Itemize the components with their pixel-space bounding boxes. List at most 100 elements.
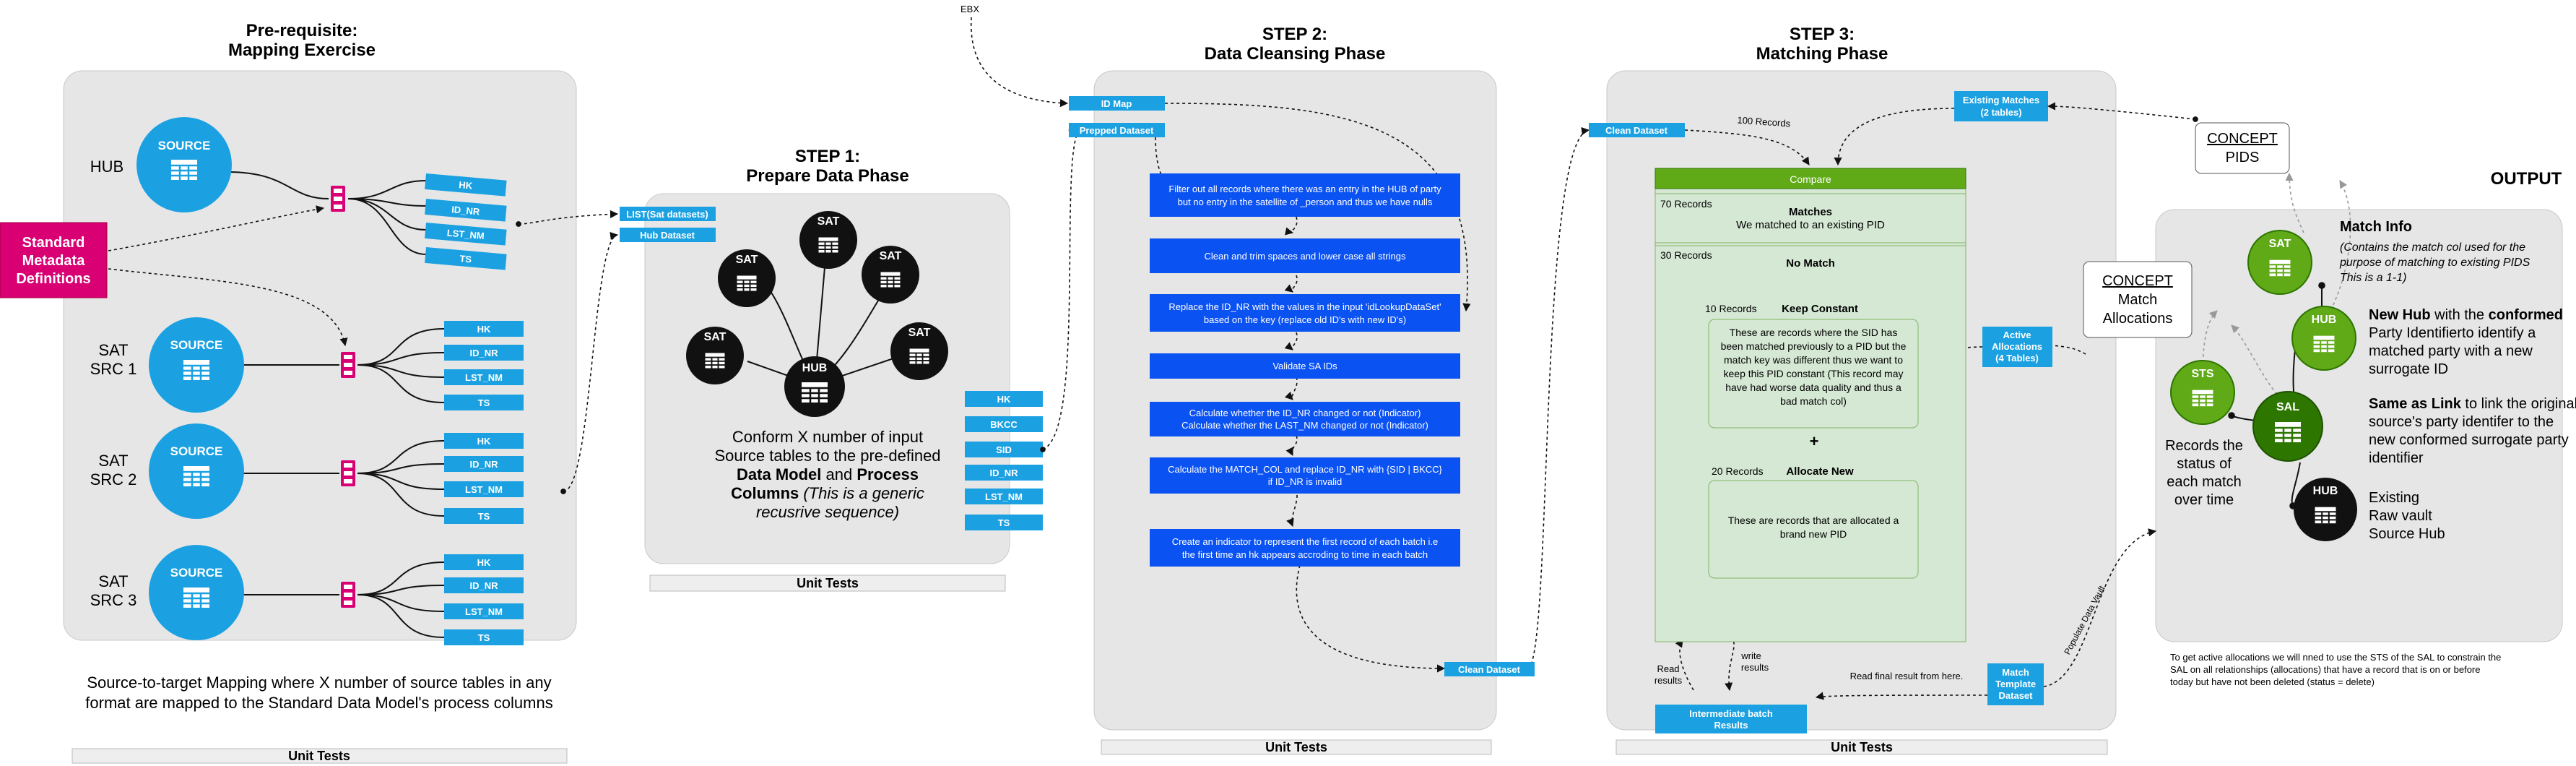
keep-desc-line: bad match col) <box>1780 395 1847 407</box>
many-to-one-connector-icon <box>341 582 355 608</box>
existing-hub-line: Source Hub <box>2369 526 2445 542</box>
step1-desc-2: Source tables to the pre-defined <box>714 447 940 465</box>
sts-desc-line: status of <box>2177 456 2232 472</box>
keep-desc-line: These are records where the SID has <box>1730 327 1898 338</box>
intermediate-line-2: Results <box>1714 720 1748 731</box>
hub-source-label: SOURCE <box>158 139 211 152</box>
step3-title: STEP 3: <box>1790 25 1855 44</box>
step1-desc-3: Data Model and Process <box>737 465 919 483</box>
output-nodes: SAT HUB STS SAL HUB <box>2170 230 2357 541</box>
field-tag: TS <box>478 632 490 643</box>
field-tag: LST_NM <box>465 484 503 495</box>
process-step-text: but no entry in the satellite of _person… <box>1178 197 1433 207</box>
match-template-line-2: Template <box>1995 679 2036 689</box>
metadata-line-2: Metadata <box>22 253 86 269</box>
step1-column-tags: HK BKCC SID ID_NR LST_NM TS <box>965 391 1043 530</box>
step1-sat-label: SAT <box>818 215 840 228</box>
prereq-subtitle: Mapping Exercise <box>228 40 376 60</box>
match-info-desc: This is a 1-1) <box>2340 272 2406 284</box>
clean-dataset-output-tag <box>1444 662 1535 676</box>
step1-title: STEP 1: <box>795 147 860 166</box>
table-grid-icon <box>182 465 211 488</box>
allocate-new-box <box>1708 480 1919 579</box>
step3-unit-tests: Unit Tests <box>1831 740 1893 754</box>
matches-desc: We matched to an existing PID <box>1736 219 1885 231</box>
hub-dataset-tag <box>620 228 716 242</box>
metadata-edges <box>108 205 619 494</box>
sts-desc-line: over time <box>2174 492 2234 508</box>
sat1-source-label: SOURCE <box>170 338 223 352</box>
concept-alloc-box <box>2083 261 2193 338</box>
read-results-1: Read <box>1657 663 1679 674</box>
step1-sat-label: SAT <box>880 250 902 262</box>
active-allocations-tag <box>1982 327 2052 367</box>
step1-unit-tests: Unit Tests <box>797 576 859 590</box>
step2-unit-tests-bar <box>1101 739 1492 755</box>
step3-subtitle: Matching Phase <box>1756 44 1888 64</box>
new-hub-desc: New Hub with the conformed <box>2369 307 2563 323</box>
keep-desc-line: keep this PID constant (This record may <box>1724 368 1904 379</box>
field-tag: HK <box>459 179 474 192</box>
sat-field-tags: HK ID_NR LST_NM TS HK ID_NR LST_NM TS HK… <box>444 321 524 645</box>
allocate-new-title: Allocate New <box>1786 465 1854 478</box>
process-step-text: Create an indicator to represent the fir… <box>1172 536 1439 547</box>
step2-panel <box>1093 70 1497 731</box>
column-tag: BKCC <box>990 419 1018 430</box>
matches-title: Matches <box>1789 206 1832 218</box>
keep-constant-box <box>1708 319 1919 429</box>
keep-desc-line: have had worse data quality and thus a <box>1725 382 1901 393</box>
allocate-desc-line: brand new PID <box>1780 528 1847 540</box>
match-template-line-1: Match <box>2002 667 2029 678</box>
process-step-text: if ID_NR is invalid <box>1268 476 1343 487</box>
output-hub-black-label: HUB <box>2313 485 2338 497</box>
output-note-line: To get active allocations we will nned t… <box>2170 652 2501 663</box>
field-tag: ID_NR <box>451 204 481 217</box>
match-template-tag <box>1987 663 2044 705</box>
concept-pids-line-1: CONCEPT <box>2207 131 2278 147</box>
metadata-definitions-box: Standard Metadata Definitions <box>0 222 108 298</box>
step1-unit-tests-bar <box>649 574 1006 592</box>
process-step-text: Validate SA IDs <box>1272 361 1337 371</box>
hub-field-tags: HK ID_NR LST_NM TS <box>425 173 507 270</box>
id-map-label: ID Map <box>1101 98 1132 109</box>
many-to-one-connector-icon <box>341 460 355 486</box>
active-alloc-line-2: Allocations <box>1992 341 2042 352</box>
many-to-one-connector-icon <box>341 352 355 378</box>
write-results-2: results <box>1741 662 1769 673</box>
sat2-row-label-1: SAT <box>98 452 128 470</box>
step2-unit-tests: Unit Tests <box>1265 740 1327 754</box>
step1-sat-nodes: SAT SAT SAT SAT SAT HUB <box>686 211 948 417</box>
prereq-edges <box>220 168 445 638</box>
concept-alloc-line-1: CONCEPT <box>2102 273 2173 289</box>
metadata-line-1: Standard <box>22 235 85 251</box>
prereq-unit-tests: Unit Tests <box>288 749 350 763</box>
step1-hub-label: HUB <box>802 362 828 374</box>
output-sts-label: STS <box>2191 368 2213 380</box>
column-tag: ID_NR <box>989 468 1018 478</box>
existing-hub-line: Existing <box>2369 490 2419 506</box>
field-tag: TS <box>478 511 490 522</box>
concept-alloc-line-3: Allocations <box>2103 311 2173 327</box>
list-sat-datasets-label: LIST(Sat datasets) <box>626 209 708 220</box>
id-map-tag <box>1069 96 1165 111</box>
records-10-label: 10 Records <box>1705 303 1757 314</box>
existing-matches-line-2: (2 tables) <box>1980 107 2021 118</box>
ebx-edge <box>971 17 1069 108</box>
table-grid-icon <box>170 158 199 181</box>
output-note-line: SAL on all relationships (allocations) t… <box>2170 664 2480 675</box>
ebx-label: EBX <box>960 4 979 14</box>
records-30-label: 30 Records <box>1660 249 1712 261</box>
records-70-label: 70 Records <box>1660 198 1712 210</box>
sat2-source-label: SOURCE <box>170 444 223 458</box>
prereq-description-1: Source-to-target Mapping where X number … <box>87 674 551 692</box>
concept-pids-box <box>2195 122 2290 174</box>
step1-to-step2-edge <box>1040 126 1080 452</box>
prereq-unit-tests-bar <box>71 748 568 764</box>
sts-desc-line: each match <box>2167 474 2241 490</box>
step1-sat-label: SAT <box>736 254 758 266</box>
same-link-desc-line: source's party identifer to the <box>2369 414 2554 430</box>
concept-alloc-line-2: Match <box>2118 292 2157 308</box>
output-hub-label: HUB <box>2312 314 2337 326</box>
sts-desc-line: Records the <box>2165 438 2243 454</box>
no-match-title: No Match <box>1786 257 1835 270</box>
